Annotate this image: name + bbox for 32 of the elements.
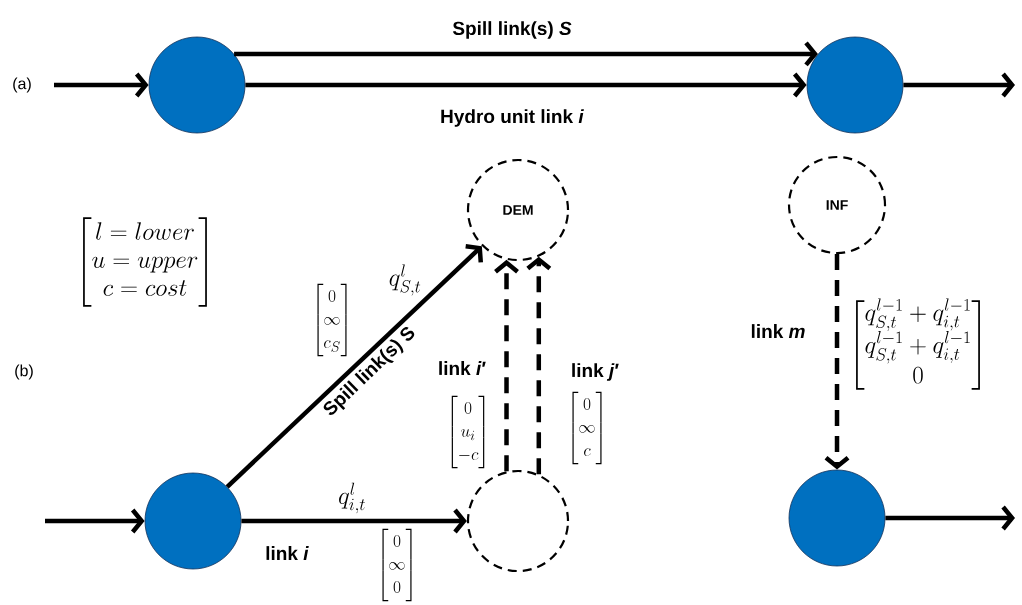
edge-label: link j′ xyxy=(572,363,619,381)
dashed-circle xyxy=(466,469,570,573)
arrow xyxy=(245,72,807,98)
arrow xyxy=(54,72,149,98)
bound-matrix: $\begin{bmatrix} 0 \\ \infty \\ c \end{bmatrix}$ xyxy=(572,391,602,465)
arrow xyxy=(241,508,467,534)
node-circle xyxy=(148,36,246,134)
arrow xyxy=(225,244,483,489)
edge-label: link m xyxy=(751,324,805,338)
bound-matrix: $\begin{bmatrix} 0 \\ \infty \\ c_S \end{bmatrix}$ xyxy=(317,283,347,357)
arrow xyxy=(45,508,145,534)
edge-label: Hydro unit link i xyxy=(441,109,584,127)
dashed-arrow xyxy=(494,259,519,472)
flow-formula: $q_{S,t}^{l}$ xyxy=(389,264,421,296)
node-circle xyxy=(144,472,242,570)
dashed-arrow xyxy=(824,254,850,470)
edge-label: link i xyxy=(266,546,309,560)
arrow xyxy=(903,72,1015,98)
edge-label: link i′ xyxy=(439,361,486,375)
bound-matrix: $\begin{bmatrix} l = lower \\ u = upper \\ c = cost \end{bmatrix}$ xyxy=(83,217,207,307)
bound-matrix: $\begin{bmatrix} 0 \\ \infty \\ 0 \end{bmatrix}$ xyxy=(382,528,412,602)
panel-label: (a) xyxy=(13,77,31,93)
edge-label: Spill link(s) S xyxy=(452,21,572,39)
dashed-arrow xyxy=(526,256,552,475)
arrow xyxy=(885,505,1015,531)
flow-formula: $q_{i,t}^{l}$ xyxy=(339,482,365,514)
node-circle xyxy=(788,469,886,567)
node-circle xyxy=(806,36,904,134)
bound-matrix: $\begin{bmatrix} q_{S,t}^{l-1} + q_{i,t}^{l-1} \\ q_{S,t}^{l-1} + q_{i,t}^{l-1} \\ 0 \end{bmatrix}$ xyxy=(856,298,980,390)
bound-matrix: $\begin{bmatrix} 0 \\ u_i \\ -c \end{bmatrix}$ xyxy=(451,395,485,469)
panel-label: (b) xyxy=(15,364,33,380)
arrow xyxy=(234,41,818,67)
